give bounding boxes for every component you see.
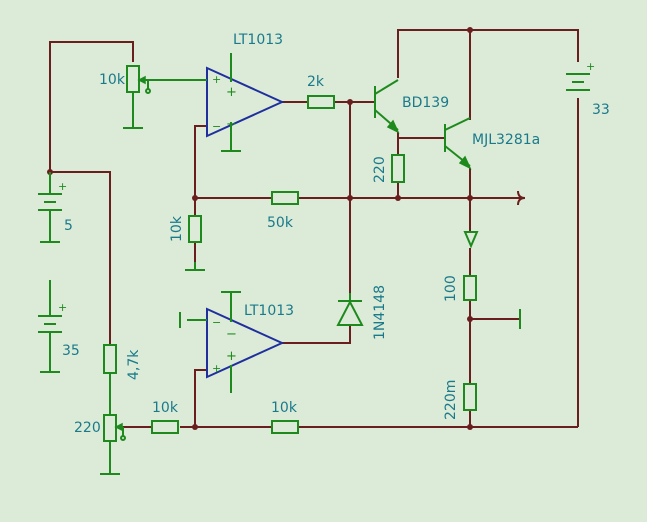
resistor-220-label: 220	[372, 156, 388, 183]
resistor-10k-bottom-label: 10k	[271, 400, 298, 416]
diode-1n4148: 1N4148	[336, 285, 388, 340]
battery-33-label: 33	[592, 102, 610, 118]
transistor-mjl3281a: MJL3281a	[444, 117, 540, 170]
opamp-bottom: − + − + LT1013	[179, 291, 294, 393]
opamp-top-label: LT1013	[233, 32, 283, 48]
resistor-10k-input-label: 10k	[152, 400, 179, 416]
resistor-10k-input: 10k	[151, 400, 179, 434]
svg-text:−: −	[226, 117, 237, 132]
resistor-2k: 2k	[307, 74, 335, 109]
resistor-2k-label: 2k	[307, 74, 325, 90]
junctions	[47, 27, 473, 430]
transistor-mjl3281a-label: MJL3281a	[472, 132, 540, 148]
svg-text:+: +	[212, 362, 221, 375]
resistor-10k-feedback: 10k	[169, 215, 205, 271]
resistor-10k-feedback-label: 10k	[169, 215, 185, 242]
pot-bottom: 220	[74, 414, 126, 475]
opamp-top: + − + − LT1013	[149, 32, 285, 152]
resistor-220: 220	[372, 154, 405, 183]
pot-top-label: 10k	[99, 72, 126, 88]
battery-35: + 35	[38, 280, 80, 373]
svg-text:−: −	[226, 327, 237, 342]
pot-top: 10k	[99, 65, 151, 129]
output-arrow	[463, 231, 479, 249]
svg-text:+: +	[58, 301, 67, 314]
resistor-100: 100	[443, 275, 477, 302]
transistor-bd139: BD139	[374, 79, 449, 134]
resistor-10k-bottom: 10k	[271, 400, 299, 434]
opamp-bottom-label: LT1013	[244, 303, 294, 319]
svg-text:−: −	[212, 120, 221, 133]
resistor-50k-label: 50k	[267, 215, 294, 231]
resistor-100-label: 100	[443, 275, 459, 302]
svg-text:+: +	[586, 60, 595, 73]
battery-5: + 5	[38, 172, 73, 243]
svg-text:+: +	[226, 85, 237, 100]
battery-5-label: 5	[64, 218, 73, 234]
resistor-4k7: 4,7k	[103, 344, 142, 415]
resistor-4k7-label: 4,7k	[126, 349, 142, 380]
resistor-220m: 220m	[443, 380, 477, 420]
battery-35-label: 35	[62, 343, 80, 359]
svg-text:+: +	[226, 349, 237, 364]
svg-text:−: −	[212, 316, 221, 329]
resistor-220m-label: 220m	[443, 380, 459, 420]
diode-1n4148-label: 1N4148	[372, 285, 388, 340]
resistor-50k: 50k	[267, 191, 299, 231]
transistor-bd139-label: BD139	[402, 95, 449, 111]
svg-text:+: +	[58, 180, 67, 193]
svg-text:+: +	[212, 73, 221, 86]
pot-bottom-label: 220	[74, 420, 101, 436]
battery-33: + 33	[566, 60, 610, 118]
